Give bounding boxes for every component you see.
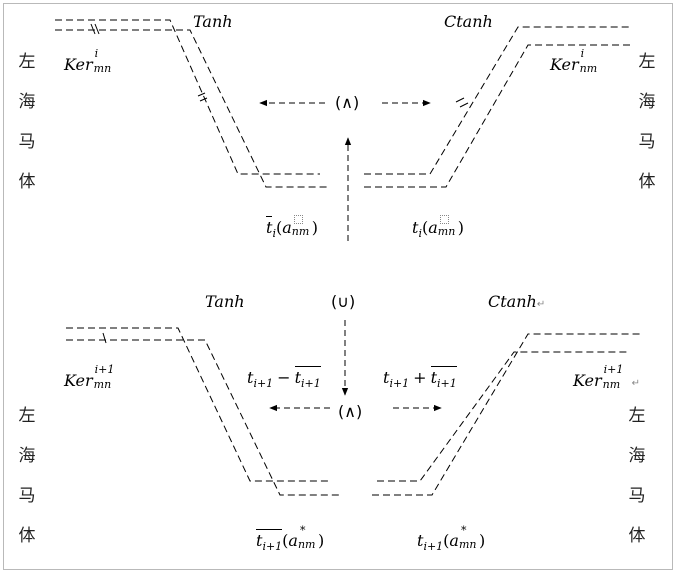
side-text-bottom-right: 左 海 马 体 <box>628 406 646 546</box>
bottom-left-curve-inner <box>66 339 342 496</box>
tick-mark <box>102 332 107 344</box>
bottom-right-title: Ctanh↵ <box>488 292 546 311</box>
bottom-bottom-right-formula: ti+1(a*mn) <box>417 524 486 554</box>
bottom-plus-formula: ti+1+ti+1 <box>383 366 457 391</box>
bottom-intersection-operator: (∧) <box>338 402 363 421</box>
top-intersection-operator: (∧) <box>335 93 360 112</box>
side-text-top-right: 左 海 马 体 <box>638 52 656 192</box>
tick-mark <box>199 97 208 102</box>
top-right-curve-outer <box>364 26 630 175</box>
bottom-left-title: Tanh <box>205 292 245 311</box>
tick-mark <box>459 102 469 108</box>
bottom-left-curve-outer <box>66 327 330 482</box>
top-left-curve-inner <box>55 29 330 188</box>
top-left-curve-outer <box>55 19 320 175</box>
bottom-right-curve-inner <box>372 333 640 496</box>
bottom-union-operator: (∪) <box>331 292 356 311</box>
diagram-frame <box>3 3 673 570</box>
top-right-title: Ctanh <box>444 12 493 31</box>
tick-mark <box>455 97 465 103</box>
tick-mark <box>90 23 96 35</box>
bottom-right-curve-outer <box>377 351 628 482</box>
tick-mark <box>197 92 206 97</box>
bottom-bottom-left-formula: ti+1(a*nm) <box>256 524 325 554</box>
bottom-minus-formula: ti+1−ti+1 <box>247 366 321 391</box>
side-text-top-left: 左 海 马 体 <box>18 52 36 192</box>
side-text-bottom-left: 左 海 马 体 <box>18 406 36 546</box>
tick-mark <box>94 23 100 35</box>
top-left-title: Tanh <box>193 12 233 31</box>
